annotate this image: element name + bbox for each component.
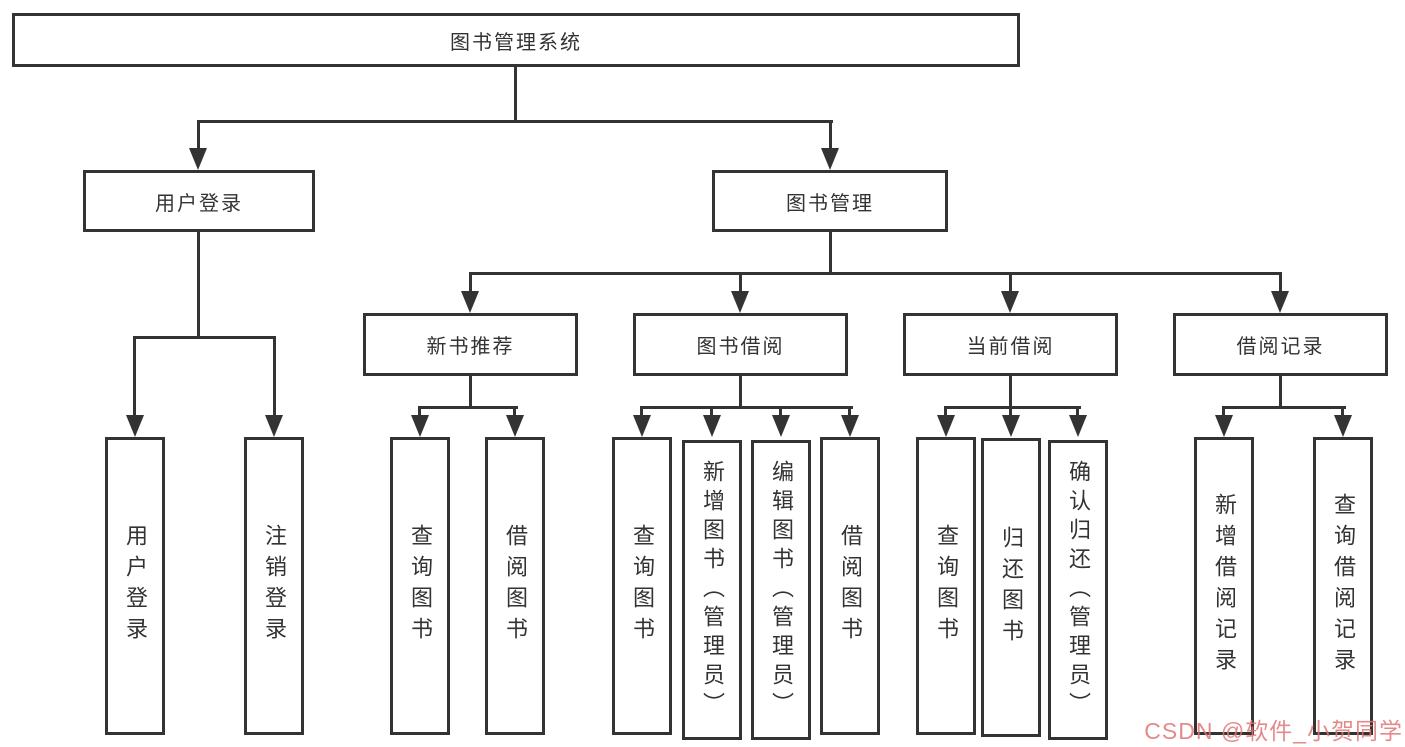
connector-current-drop-2 — [1009, 406, 1012, 417]
node-logout-login: 注销登录 — [244, 437, 304, 735]
connector-current-rail — [944, 406, 1081, 409]
connector-records-drop-1 — [1222, 406, 1225, 417]
connector-recommend-drop-1 — [418, 406, 421, 417]
arrow-to-new-book-recommend — [461, 291, 479, 313]
arrow-to-confirm-return-admin — [1069, 415, 1087, 437]
connector-bookmgmt-drop-3 — [1009, 272, 1012, 293]
arrow-to-query-books-borrowing — [633, 415, 651, 437]
connector-records-rail — [1222, 406, 1346, 409]
node-add-borrow-record: 新增借阅记录 — [1194, 437, 1254, 735]
connector-bookmgmt-drop-1 — [469, 272, 472, 293]
connector-borrowing-drop-4 — [848, 406, 851, 417]
node-book-borrowing: 图书借阅 — [633, 313, 848, 376]
arrow-to-edit-books-admin — [772, 415, 790, 437]
connector-bookmgmt-rail — [469, 272, 1282, 275]
arrow-to-add-books-admin — [703, 415, 721, 437]
node-query-books-borrowing: 查询图书 — [612, 437, 672, 735]
node-add-books-admin: 新增图书（管理员） — [682, 440, 742, 740]
connector-recommend-stem — [469, 376, 472, 409]
connector-bookmgmt-stem — [829, 232, 832, 275]
node-query-books-recommend: 查询图书 — [390, 437, 450, 735]
arrow-to-add-borrow-record — [1215, 415, 1233, 437]
node-query-books-current: 查询图书 — [916, 437, 976, 735]
csdn-watermark: CSDN @软件_小贺同学 — [1144, 718, 1403, 744]
arrow-to-query-books-current — [937, 415, 955, 437]
connector-borrowing-rail — [640, 406, 853, 409]
connector-borrowing-drop-3 — [779, 406, 782, 417]
node-book-management: 图书管理 — [712, 170, 948, 232]
node-user-login: 用户登录 — [83, 170, 315, 232]
arrow-to-borrow-books-borrowing — [841, 415, 859, 437]
arrow-to-query-books-recommend — [411, 415, 429, 437]
arrow-to-current-borrowing — [1001, 291, 1019, 313]
connector-current-drop-3 — [1076, 406, 1079, 417]
connector-borrowing-drop-1 — [640, 406, 643, 417]
connector-userlogin-drop-2 — [273, 336, 276, 417]
connector-userlogin-drop-1 — [133, 336, 136, 417]
connector-root-rail — [197, 120, 833, 123]
connector-borrowing-drop-2 — [710, 406, 713, 417]
node-query-borrow-record: 查询借阅记录 — [1313, 437, 1373, 735]
connector-bookmgmt-drop-4 — [1279, 272, 1282, 293]
connector-userlogin-stem — [197, 232, 200, 339]
node-user-login-leaf: 用户登录 — [105, 437, 165, 735]
arrow-to-book-borrowing — [731, 291, 749, 313]
connector-current-drop-1 — [944, 406, 947, 417]
connector-userlogin-rail — [133, 336, 276, 339]
node-new-book-recommend: 新书推荐 — [363, 313, 578, 376]
node-confirm-return-admin: 确认归还（管理员） — [1048, 440, 1108, 740]
connector-recommend-drop-2 — [513, 406, 516, 417]
node-edit-books-admin: 编辑图书（管理员） — [751, 440, 811, 740]
connector-root-right-drop — [829, 120, 832, 152]
arrow-to-borrow-books-recommend — [506, 415, 524, 437]
arrow-to-user-login — [189, 148, 207, 170]
connector-records-drop-2 — [1341, 406, 1344, 417]
arrow-to-borrowing-records — [1271, 291, 1289, 313]
arrow-to-logout — [265, 415, 283, 437]
connector-borrowing-stem — [739, 376, 742, 409]
node-root: 图书管理系统 — [12, 13, 1020, 67]
node-borrow-books-recommend: 借阅图书 — [485, 437, 545, 735]
arrow-to-return-books — [1002, 415, 1020, 437]
arrow-to-user-login-leaf — [126, 415, 144, 437]
connector-root-stem — [514, 67, 517, 123]
connector-recommend-rail — [418, 406, 518, 409]
arrow-to-book-management — [821, 148, 839, 170]
node-current-borrowing: 当前借阅 — [903, 313, 1118, 376]
connector-root-left-drop — [197, 120, 200, 152]
connector-current-stem — [1009, 376, 1012, 409]
node-borrowing-records: 借阅记录 — [1173, 313, 1388, 376]
node-borrow-books-borrowing: 借阅图书 — [820, 437, 880, 735]
node-return-books: 归还图书 — [981, 438, 1041, 737]
connector-records-stem — [1279, 376, 1282, 409]
connector-bookmgmt-drop-2 — [739, 272, 742, 293]
arrow-to-query-borrow-record — [1334, 415, 1352, 437]
